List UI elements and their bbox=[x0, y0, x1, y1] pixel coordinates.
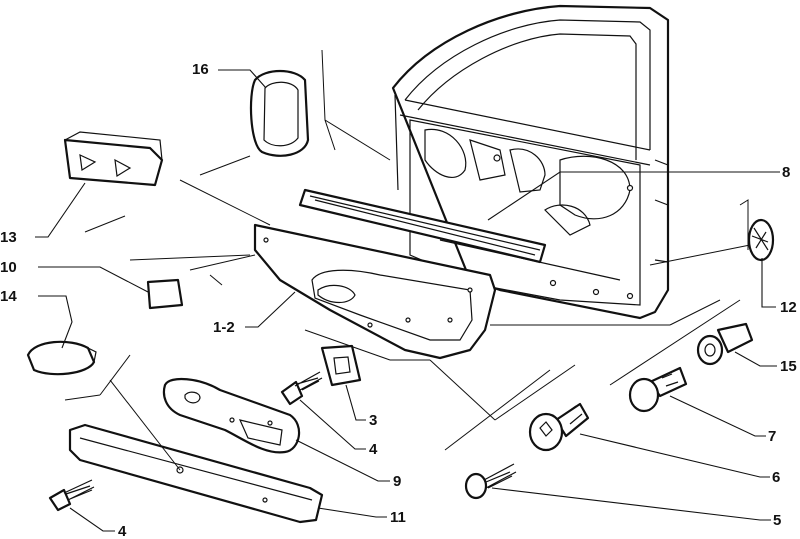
callout-15: 15 bbox=[780, 358, 797, 375]
callout-6: 6 bbox=[772, 469, 780, 486]
retaining-clip-part-6 bbox=[528, 402, 590, 452]
callout-1-2: 1-2 bbox=[213, 319, 235, 336]
seal-strip-part-8 bbox=[298, 188, 547, 264]
callout-7: 7 bbox=[768, 428, 776, 445]
push-clip-part-7 bbox=[628, 366, 688, 413]
screw-part-4-lower bbox=[48, 479, 95, 512]
lamp-part-14 bbox=[26, 340, 97, 376]
callout-14: 14 bbox=[0, 288, 17, 305]
trim-strip-part-11 bbox=[68, 423, 324, 524]
callout-12: 12 bbox=[780, 299, 797, 316]
callout-3: 3 bbox=[369, 412, 377, 429]
clip-part-3 bbox=[320, 344, 362, 387]
round-pad-part-12 bbox=[747, 218, 775, 262]
pad-part-10 bbox=[146, 278, 184, 310]
callout-10: 10 bbox=[0, 259, 17, 276]
armrest-bracket-part-13 bbox=[63, 131, 164, 187]
callout-8: 8 bbox=[782, 164, 790, 181]
callout-11: 11 bbox=[390, 509, 406, 526]
callout-4-lower: 4 bbox=[118, 523, 127, 539]
callout-4-upper: 4 bbox=[369, 441, 378, 458]
screw-part-5 bbox=[464, 463, 517, 500]
grommet-part-16 bbox=[249, 69, 310, 157]
callout-labels: 16 13 10 14 1-2 8 12 15 7 6 5 3 4 9 11 4 bbox=[0, 61, 797, 539]
callout-13: 13 bbox=[0, 229, 17, 246]
callout-9: 9 bbox=[393, 473, 401, 490]
push-clip-part-15 bbox=[696, 322, 754, 366]
leader-lines bbox=[35, 49, 780, 532]
handle-bracket-part-9 bbox=[162, 377, 301, 454]
callout-16: 16 bbox=[192, 61, 209, 78]
callout-5: 5 bbox=[773, 512, 781, 529]
door-trim-panel-part-1-2 bbox=[253, 223, 497, 360]
screw-part-4-upper bbox=[280, 371, 323, 406]
